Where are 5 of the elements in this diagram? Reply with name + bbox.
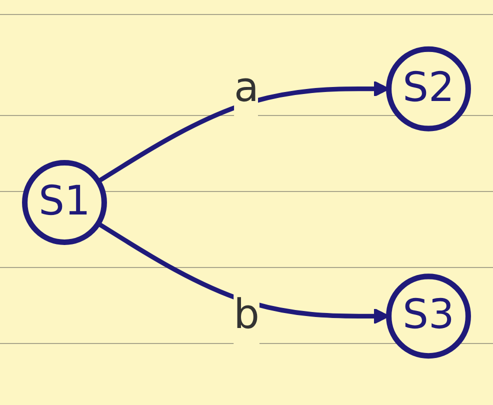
node-circle: S1 — [22, 160, 107, 245]
node-circle: S3 — [386, 274, 471, 359]
edge-label: b — [234, 293, 260, 340]
edge-label: a — [234, 66, 259, 112]
node-circle: S2 — [386, 46, 471, 132]
